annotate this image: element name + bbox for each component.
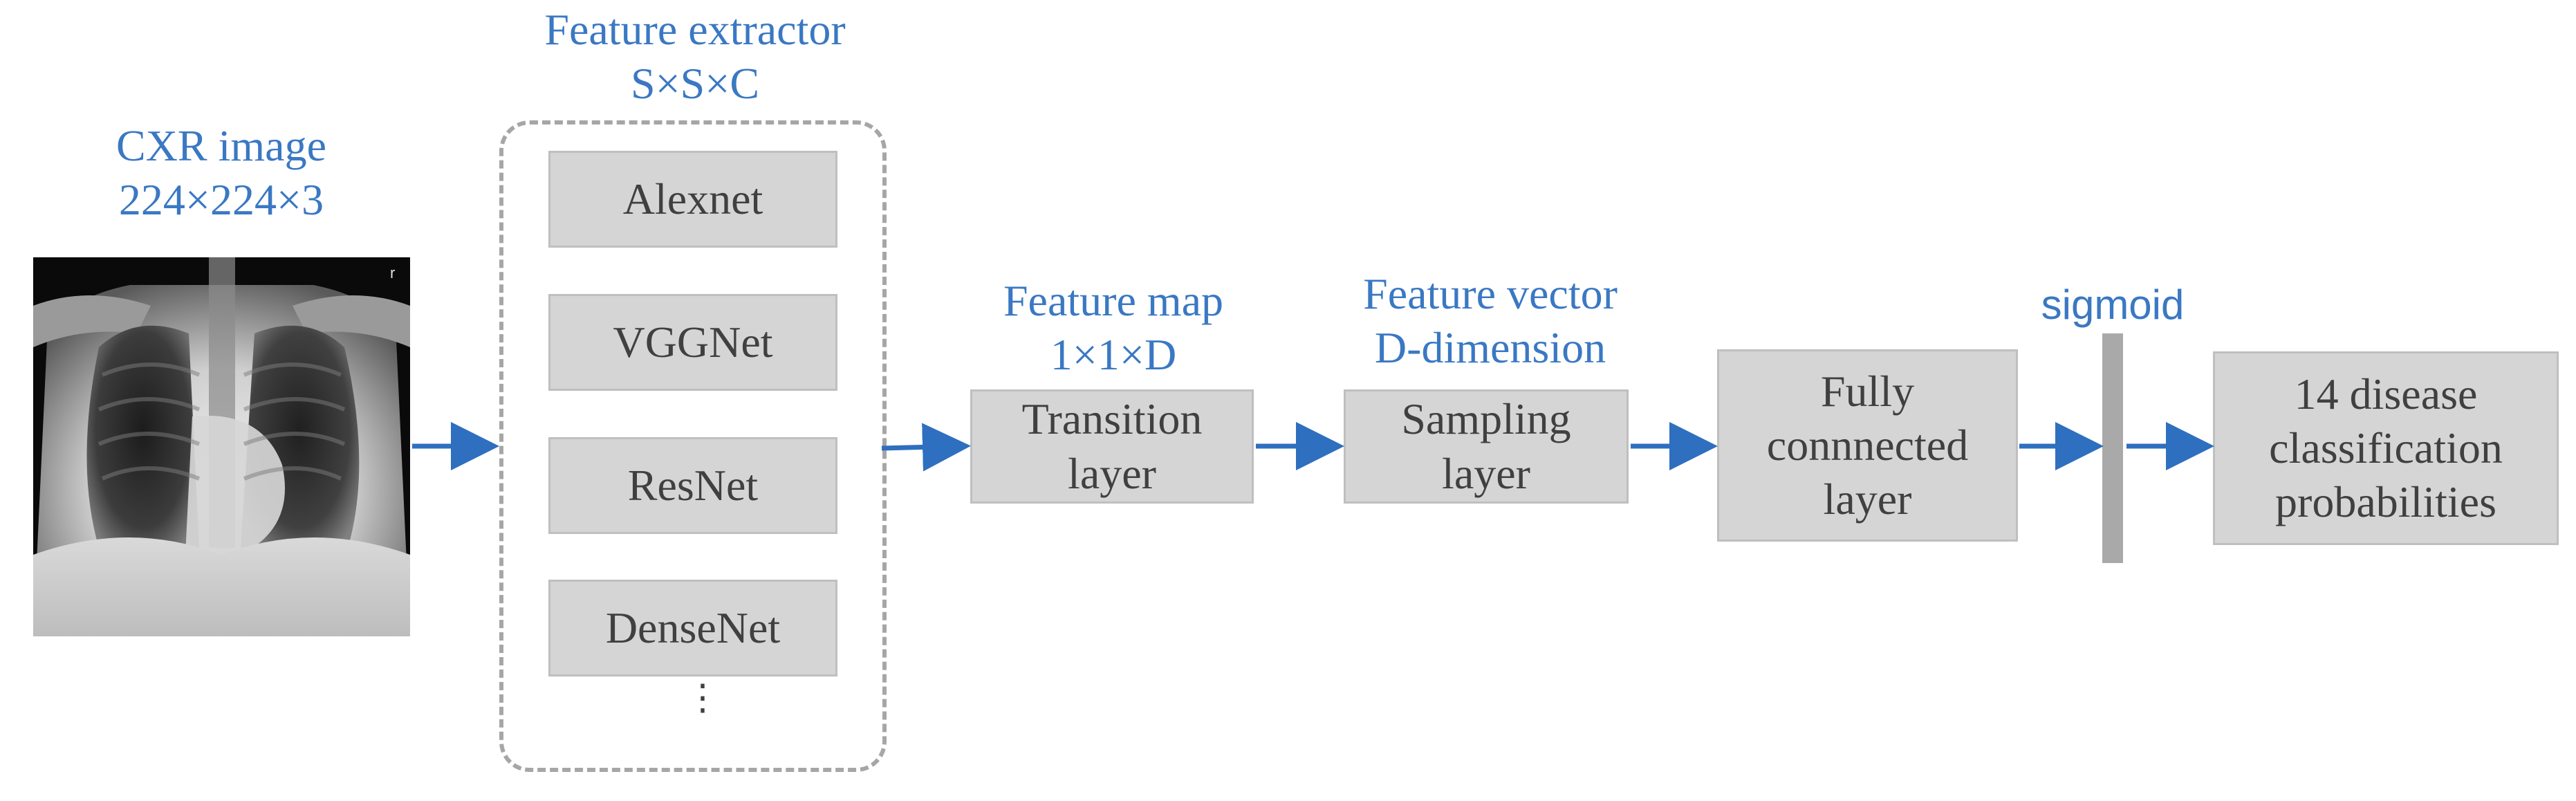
feature-extractor-title: Feature extractor S×S×C — [498, 3, 892, 111]
cxr-title-text: CXR image — [116, 121, 326, 170]
fully-connected-layer-box: Fully connnected layer — [1717, 349, 2018, 542]
extractor-size-text: S×S×C — [630, 59, 760, 109]
transition-layer-box: Transition layer — [970, 389, 1254, 504]
feature-map-title: Feature map 1×1×D — [961, 274, 1266, 382]
sigmoid-activation-bar — [2102, 333, 2123, 563]
extractor-title-text: Feature extractor — [544, 5, 846, 54]
cxr-image-title: CXR image 224×224×3 — [76, 119, 367, 227]
chest-xray-illustration: r — [33, 257, 410, 636]
network-box-alexnet: Alexnet — [548, 151, 837, 248]
network-box-resnet: ResNet — [548, 437, 837, 534]
feature-vector-size-text: D-dimension — [1374, 323, 1606, 373]
feature-map-title-text: Feature map — [1003, 276, 1224, 325]
network-box-vggnet: VGGNet — [548, 294, 837, 391]
feature-vector-title: Feature vector D-dimension — [1328, 267, 1653, 375]
feature-map-size-text: 1×1×D — [1050, 330, 1177, 380]
network-box-densenet: DenseNet — [548, 580, 837, 676]
arrow-extractor-to-transition — [881, 423, 971, 472]
sigmoid-label: sigmoid — [2041, 282, 2185, 328]
sampling-layer-box: Sampling layer — [1344, 389, 1629, 504]
svg-text:r: r — [390, 264, 395, 282]
feature-vector-title-text: Feature vector — [1363, 269, 1618, 318]
chest-xray-image: r — [33, 257, 410, 636]
cxr-size-text: 224×224×3 — [118, 175, 324, 225]
output-probabilities-box: 14 disease classification probabilities — [2213, 351, 2559, 545]
